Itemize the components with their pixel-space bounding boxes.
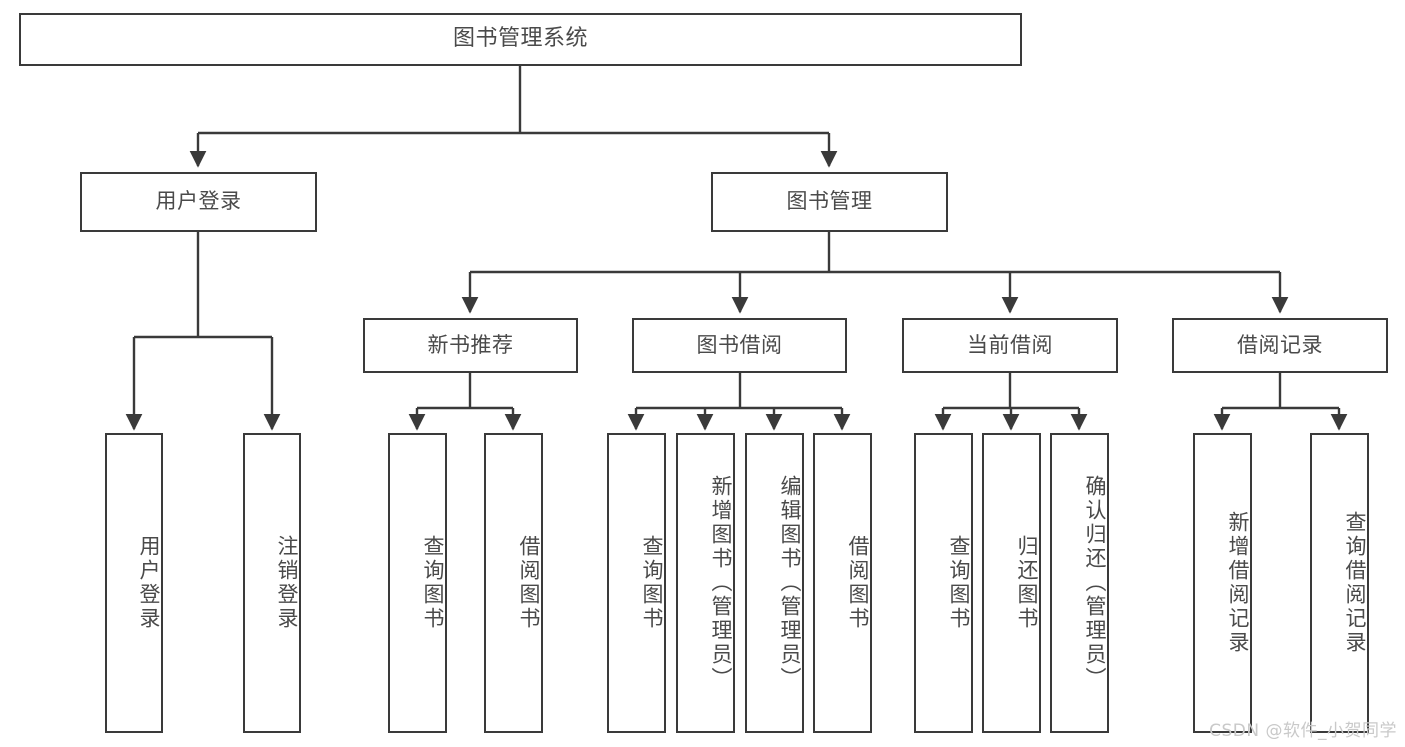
leaf-add-record-label: 新增借阅记录 (1226, 511, 1250, 655)
leaf-borrow-book-1-label: 借阅图书 (517, 535, 541, 631)
leaf-borrow-book-2-label: 借阅图书 (846, 535, 870, 631)
leaf-query-record-label: 查询借阅记录 (1343, 511, 1367, 655)
leaf-query-book-1-label: 查询图书 (421, 535, 445, 631)
leaf-query-book-2[interactable]: 查询图书 (607, 433, 666, 733)
leaf-query-book-3-label: 查询图书 (947, 535, 971, 631)
leaf-user-logout[interactable]: 注销登录 (243, 433, 301, 733)
leaf-return-book-label: 归还图书 (1015, 535, 1039, 631)
leaf-user-login[interactable]: 用户登录 (105, 433, 163, 733)
node-book-manage[interactable]: 图书管理 (711, 172, 948, 232)
leaf-borrow-book-1[interactable]: 借阅图书 (484, 433, 543, 733)
node-book-borrow[interactable]: 图书借阅 (632, 318, 847, 373)
leaf-user-logout-label: 注销登录 (275, 535, 299, 631)
leaf-return-book[interactable]: 归还图书 (982, 433, 1041, 733)
node-borrow-record[interactable]: 借阅记录 (1172, 318, 1388, 373)
leaf-edit-book[interactable]: 编辑图书（管理员） (745, 433, 804, 733)
watermark: CSDN @软件_小贺同学 (1209, 721, 1397, 741)
node-root-book-management-system[interactable]: 图书管理系统 (19, 13, 1022, 66)
leaf-borrow-book-2[interactable]: 借阅图书 (813, 433, 872, 733)
leaf-confirm-return-label: 确认归还（管理员） (1083, 475, 1107, 691)
leaf-edit-book-label: 编辑图书（管理员） (778, 475, 802, 691)
leaf-query-book-2-label: 查询图书 (640, 535, 664, 631)
leaf-user-login-label: 用户登录 (137, 535, 161, 631)
node-user-login[interactable]: 用户登录 (80, 172, 317, 232)
leaf-query-record[interactable]: 查询借阅记录 (1310, 433, 1369, 733)
leaf-add-record[interactable]: 新增借阅记录 (1193, 433, 1252, 733)
node-current-borrow[interactable]: 当前借阅 (902, 318, 1118, 373)
leaf-add-book[interactable]: 新增图书（管理员） (676, 433, 735, 733)
leaf-query-book-1[interactable]: 查询图书 (388, 433, 447, 733)
leaf-confirm-return[interactable]: 确认归还（管理员） (1050, 433, 1109, 733)
leaf-add-book-label: 新增图书（管理员） (709, 475, 733, 691)
leaf-query-book-3[interactable]: 查询图书 (914, 433, 973, 733)
node-new-book-recommend[interactable]: 新书推荐 (363, 318, 578, 373)
